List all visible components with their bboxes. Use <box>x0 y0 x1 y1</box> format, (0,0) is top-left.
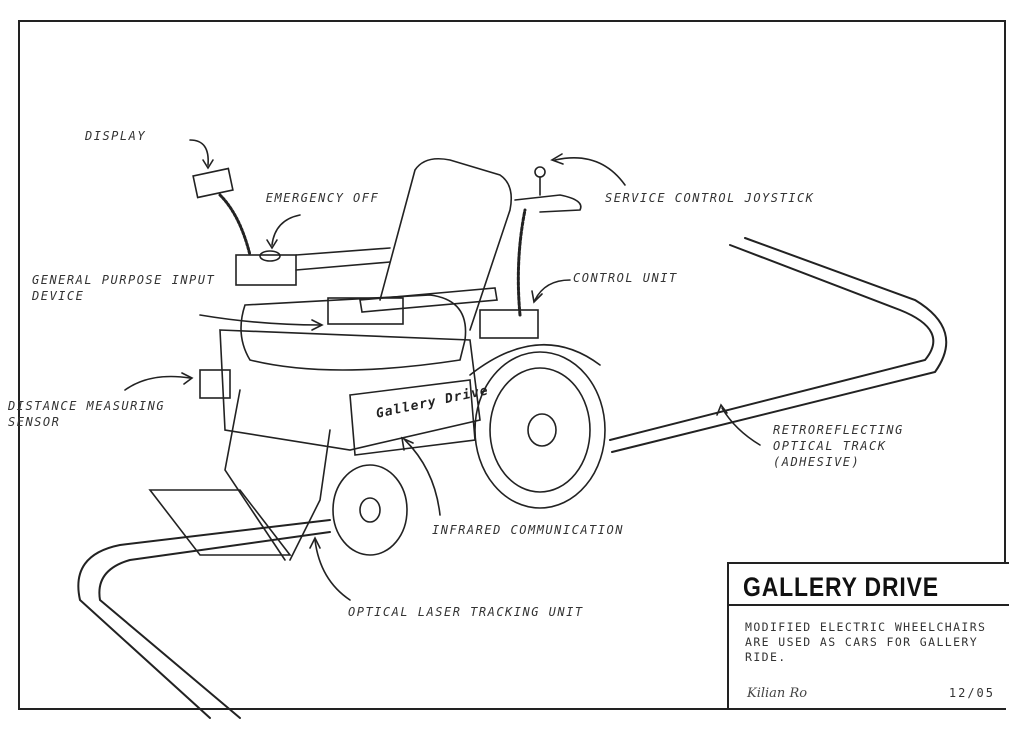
title-block: GALLERY DRIVE Modified electric wheelcha… <box>727 562 1009 708</box>
title-block-description: Modified electric wheelchairs are used a… <box>745 620 987 664</box>
label-optical-laser-tracking-unit: Optical Laser Tracking Unit <box>348 605 584 619</box>
label-emergency-off: Emergency Off <box>265 191 380 205</box>
seat-back <box>379 157 513 331</box>
drawing-frame <box>18 20 1006 710</box>
label-service-control-joystick: Service Control Joystick <box>605 191 815 205</box>
date: 12/05 <box>948 686 995 700</box>
label-infrared-communication: Infrared Communication <box>432 523 624 537</box>
title-block-divider <box>729 604 1009 606</box>
rear-wheel <box>474 351 606 509</box>
display-unit <box>192 167 234 199</box>
label-optical-track: Retroreflecting Optical Track (Adhesive) <box>773 423 904 469</box>
signature: Kilian Ro <box>747 686 808 701</box>
input-device <box>327 297 404 325</box>
title-block-title: GALLERY DRIVE <box>743 572 939 602</box>
label-control-unit: Control Unit <box>573 271 678 285</box>
front-wheel <box>332 464 408 556</box>
label-distance-measuring-sensor: Distance Measuring Sensor <box>8 399 166 429</box>
label-general-purpose-input-device: General Purpose Input Device <box>32 273 216 303</box>
seat <box>240 294 467 371</box>
label-display: Display <box>85 129 147 143</box>
optical-track <box>609 244 935 441</box>
